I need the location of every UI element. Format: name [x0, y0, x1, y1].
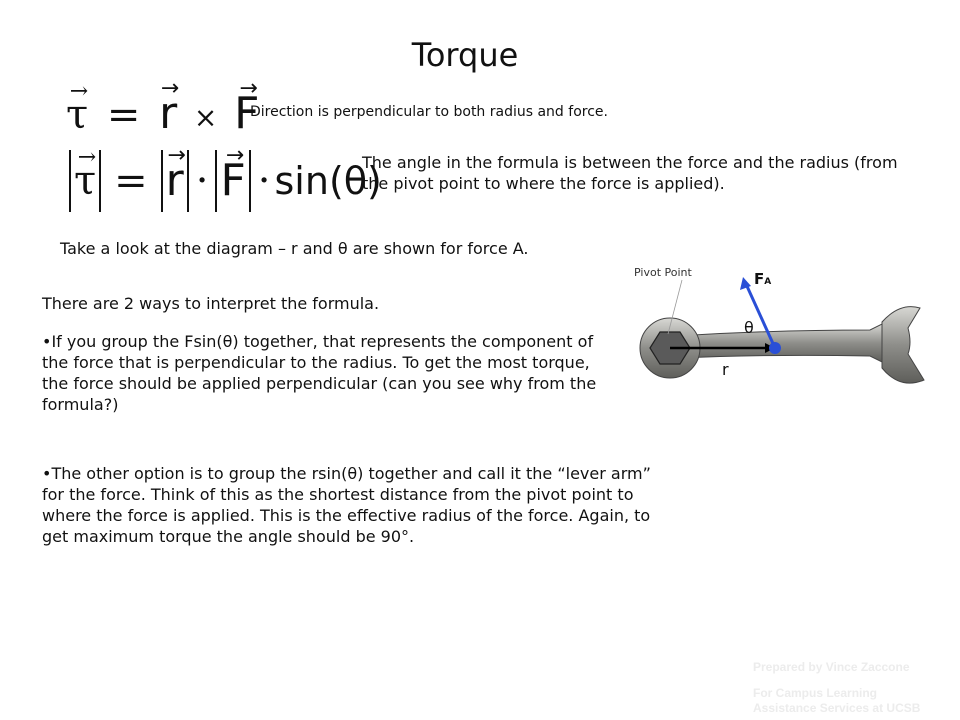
- force-a-label: FA: [754, 270, 772, 288]
- theta-label: θ: [744, 318, 754, 337]
- interpret-intro: There are 2 ways to interpret the formul…: [42, 294, 380, 313]
- footer-for-line2: Assistance Services at UCSB: [753, 701, 921, 715]
- sine-term: sin(θ): [274, 159, 382, 203]
- footer-prepared-by: Prepared by Vince Zaccone: [753, 660, 910, 674]
- force-vector-head: [740, 277, 751, 290]
- equals-sign: =: [106, 92, 141, 138]
- wrench-diagram: [639, 277, 925, 384]
- r-vector: →r: [159, 76, 180, 139]
- wrench-handle: [677, 323, 883, 363]
- direction-note: Direction is perpendicular to both radiu…: [250, 104, 608, 120]
- r-label: r: [722, 360, 729, 379]
- pivot-pointer: [667, 279, 683, 335]
- force-vector-line: [744, 283, 777, 349]
- f-vector: →F: [234, 76, 260, 139]
- equals-sign-2: =: [114, 158, 148, 204]
- cross-sign: ×: [193, 101, 218, 134]
- f-magnitude: →F: [220, 143, 246, 206]
- dot-sign-1: ·: [195, 158, 209, 204]
- pivot-point-label: Pivot Point: [634, 266, 692, 279]
- footer-for-line1: For Campus Learning: [753, 686, 878, 700]
- tau-magnitude: →τ: [74, 145, 97, 204]
- bullet-one: •If you group the Fsin(θ) together, that…: [42, 332, 597, 414]
- r-magnitude: →r: [165, 143, 186, 206]
- dot-sign-2: ·: [257, 158, 271, 204]
- torque-cross-product-equation: →τ = →r × →F: [66, 76, 260, 139]
- tau-vector: →τ: [66, 79, 89, 138]
- wrench-open-end: [881, 306, 925, 384]
- diagram-intro: Take a look at the diagram – r and θ are…: [60, 239, 529, 258]
- bullet-two: •The other option is to group the rsin(θ…: [42, 464, 651, 546]
- slide-title: Torque: [411, 36, 519, 74]
- force-application-point: [769, 342, 781, 354]
- angle-note: The angle in the formula is between the …: [362, 153, 898, 193]
- torque-magnitude-equation: →τ = →r · →F · sin(θ): [66, 143, 382, 212]
